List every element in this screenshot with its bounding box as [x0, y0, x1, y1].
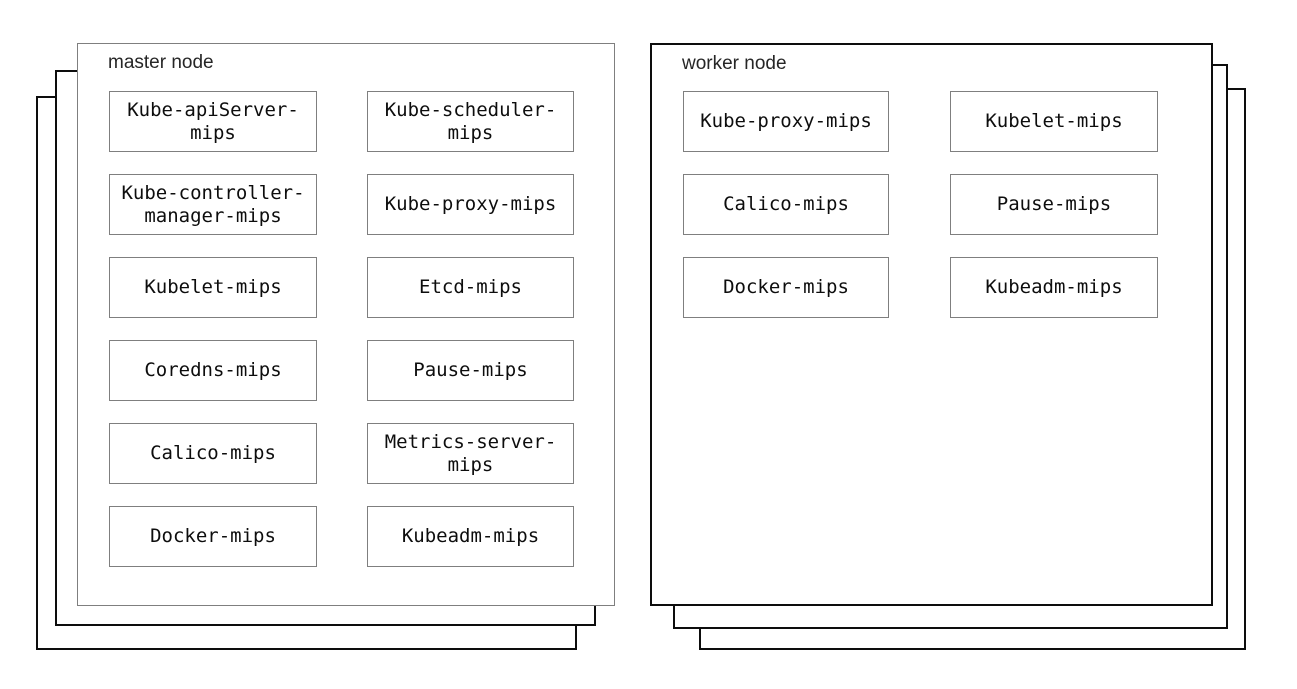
component-box-pause: Pause-mips	[950, 174, 1158, 235]
worker-node-title: worker node	[682, 53, 787, 74]
component-box-metrics-server: Metrics-server-mips	[367, 423, 574, 484]
component-label: Pause-mips	[996, 193, 1112, 216]
component-label: Kube-proxy-mips	[700, 110, 872, 133]
component-box-kube-proxy: Kube-proxy-mips	[367, 174, 574, 235]
component-label: Calico-mips	[150, 442, 276, 465]
component-label: Metrics-server-mips	[384, 430, 557, 476]
component-box-kubelet: Kubelet-mips	[950, 91, 1158, 152]
component-label: Kube-proxy-mips	[384, 193, 557, 216]
component-box-kubeadm: Kubeadm-mips	[950, 257, 1158, 318]
component-label: Kube-scheduler-mips	[384, 98, 557, 144]
component-box-kube-controller-manager: Kube-controller-manager-mips	[109, 174, 317, 235]
component-box-docker: Docker-mips	[683, 257, 889, 318]
component-label: Kubelet-mips	[144, 276, 282, 299]
worker-node-card: worker node Kube-proxy-mips Kubelet-mips…	[650, 43, 1213, 606]
component-box-calico: Calico-mips	[683, 174, 889, 235]
component-label: Kube-controller-manager-mips	[121, 181, 305, 227]
master-components-grid: Kube-apiServer-mips Kube-scheduler-mips …	[109, 91, 574, 567]
component-label: Kube-apiServer-mips	[127, 98, 299, 144]
component-box-coredns: Coredns-mips	[109, 340, 317, 401]
component-label: Etcd-mips	[419, 276, 522, 299]
component-box-docker: Docker-mips	[109, 506, 317, 567]
component-label: Kubelet-mips	[985, 110, 1123, 133]
component-box-pause: Pause-mips	[367, 340, 574, 401]
component-box-kube-scheduler: Kube-scheduler-mips	[367, 91, 574, 152]
component-label: Docker-mips	[723, 276, 849, 299]
component-label: Calico-mips	[723, 193, 849, 216]
component-label: Coredns-mips	[144, 359, 282, 382]
master-node-card: master node Kube-apiServer-mips Kube-sch…	[77, 43, 615, 606]
component-box-kubelet: Kubelet-mips	[109, 257, 317, 318]
component-box-kube-proxy: Kube-proxy-mips	[683, 91, 889, 152]
master-node-title: master node	[108, 52, 214, 73]
component-box-kube-apiserver: Kube-apiServer-mips	[109, 91, 317, 152]
component-label: Kubeadm-mips	[985, 276, 1123, 299]
component-label: Docker-mips	[150, 525, 276, 548]
worker-components-grid: Kube-proxy-mips Kubelet-mips Calico-mips…	[683, 91, 1158, 318]
component-label: Pause-mips	[413, 359, 528, 382]
component-box-etcd: Etcd-mips	[367, 257, 574, 318]
component-box-calico: Calico-mips	[109, 423, 317, 484]
component-box-kubeadm: Kubeadm-mips	[367, 506, 574, 567]
component-label: Kubeadm-mips	[401, 525, 540, 548]
